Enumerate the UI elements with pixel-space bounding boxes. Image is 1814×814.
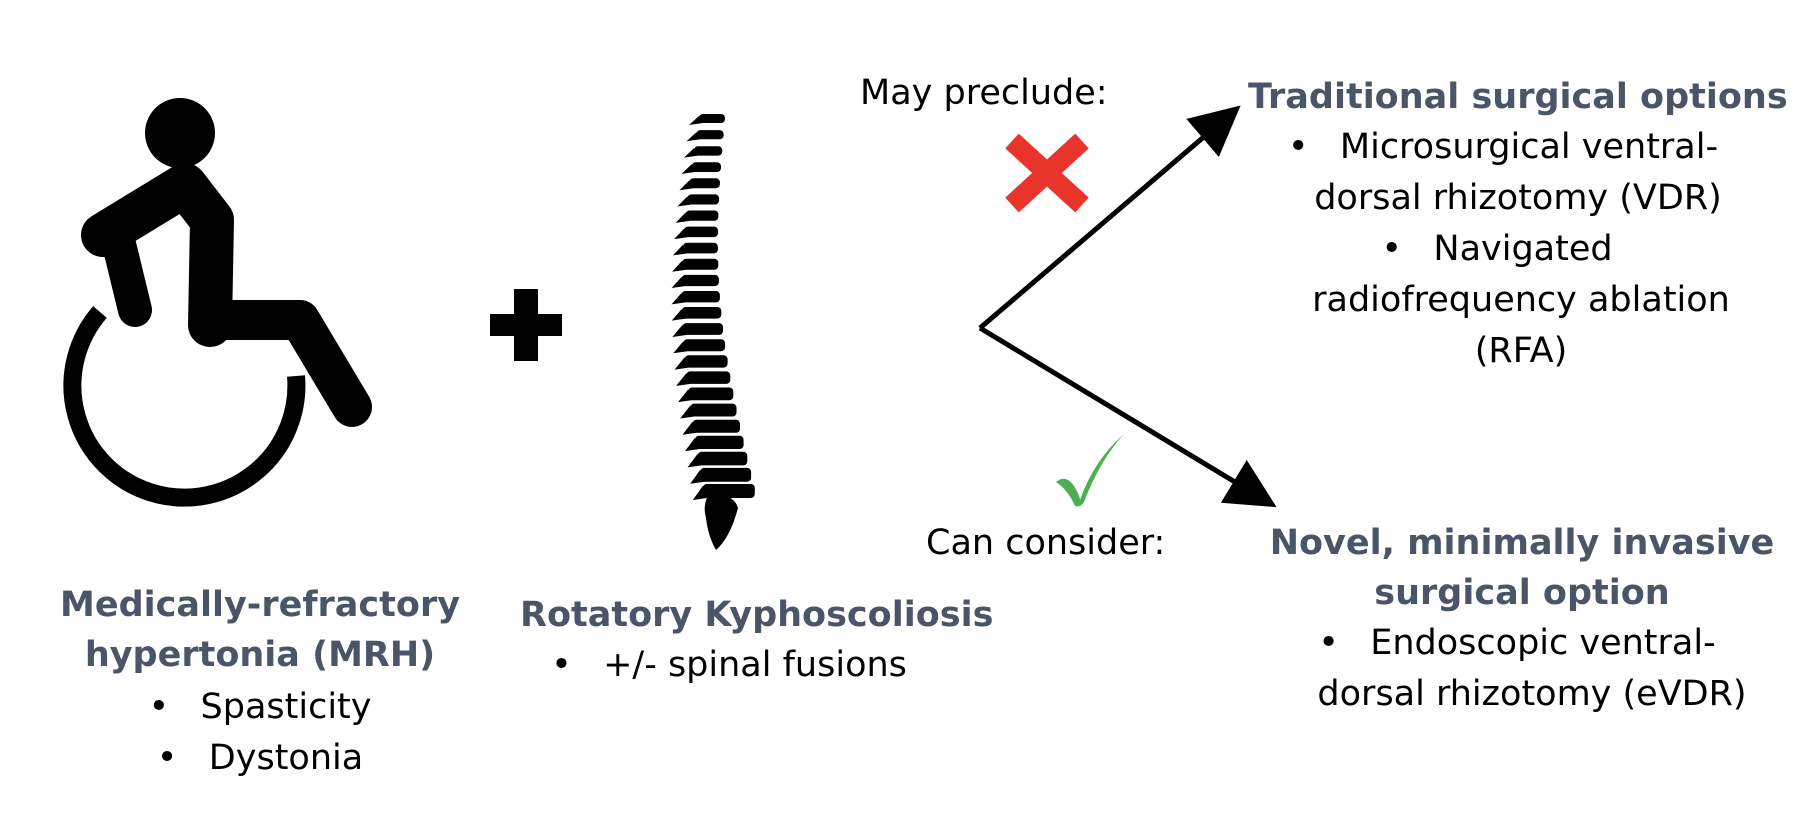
vertebra: [681, 274, 719, 287]
vertebra-process: [680, 405, 695, 419]
novel-option-heading-line1: Novel, minimally invasive: [1269, 523, 1775, 563]
mrh-block: Medically-refractory hypertonia (MRH) •S…: [60, 580, 460, 784]
vertebra-process: [676, 373, 691, 386]
mrh-title-line2: hypertonia (MRH): [84, 635, 436, 675]
vertebra: [694, 146, 723, 156]
vertebra: [689, 178, 720, 189]
vertebra: [686, 371, 731, 384]
vertebra-process: [686, 132, 701, 142]
vertebra-process: [672, 325, 687, 337]
vertebra: [691, 162, 721, 172]
kyphoscoliosis-block: Rotatory Kyphoscoliosis •+/- spinal fusi…: [520, 590, 994, 691]
vertebra: [696, 130, 724, 140]
vertebra-process: [677, 196, 692, 207]
vertebra-process: [673, 341, 688, 354]
vertebra: [692, 419, 740, 433]
vertebra-process: [678, 389, 693, 403]
vertebra-process: [674, 228, 689, 240]
vertebra-process: [671, 276, 686, 289]
x-mark-icon: [1005, 133, 1089, 213]
vertebra: [695, 435, 744, 449]
traditional-options-heading: Traditional surgical options: [1248, 77, 1788, 117]
vertebra: [688, 387, 734, 401]
vertebra: [681, 307, 722, 319]
vertebra-process: [675, 212, 690, 223]
vertebra: [684, 355, 728, 368]
rfa-bullet-line3: (RFA): [1474, 331, 1568, 371]
mrh-bullet-dystonia: •Dystonia: [156, 738, 364, 778]
vertebra-process: [672, 260, 687, 272]
vertebra-process: [692, 486, 707, 500]
plus-icon: [490, 289, 562, 361]
vertebra: [682, 242, 718, 254]
vertebra: [697, 451, 748, 466]
vertebra-process: [683, 148, 698, 158]
vertebra: [684, 226, 718, 238]
may-preclude-label: May preclude:: [860, 73, 1108, 113]
arrow-down: [978, 325, 1277, 508]
vertebra-process: [679, 180, 694, 191]
vertebra-process: [685, 437, 700, 452]
rfa-bullet-line2: radiofrequency ablation: [1312, 280, 1730, 320]
vertebra: [682, 323, 723, 335]
spine-icon: [671, 114, 755, 550]
vertebra-process: [689, 116, 703, 125]
vertebra-process: [690, 469, 705, 484]
mrh-title-line1: Medically-refractory: [60, 585, 461, 625]
vertebra: [687, 194, 720, 205]
evdr-bullet-line2: dorsal rhizotomy (eVDR): [1317, 674, 1747, 714]
kyphoscoliosis-bullet: •+/- spinal fusions: [551, 645, 907, 685]
can-consider-label: Can consider:: [926, 523, 1166, 563]
vertebra: [685, 210, 719, 221]
vertebra: [681, 291, 720, 303]
vertebra-process: [671, 292, 686, 305]
vertebra-process: [672, 244, 687, 256]
vertebra-process: [671, 309, 686, 321]
vertebra: [682, 258, 719, 270]
novel-option-heading-line2: surgical option: [1374, 573, 1670, 613]
vertebra: [690, 403, 737, 417]
vdr-bullet-line2: dorsal rhizotomy (VDR): [1314, 178, 1722, 218]
checkmark-icon: [1056, 434, 1124, 507]
sacrum: [704, 492, 738, 550]
kyphoscoliosis-title: Rotatory Kyphoscoliosis: [520, 595, 994, 635]
vertebra: [683, 339, 726, 352]
vertebra-process: [674, 357, 689, 370]
novel-option-block: Novel, minimally invasive surgical optio…: [1262, 518, 1782, 720]
mrh-bullet-spasticity: •Spasticity: [148, 687, 372, 727]
wheelchair-icon: [63, 98, 372, 507]
vertebra-process: [682, 421, 697, 435]
vdr-bullet-line1: •Microsurgical ventral-: [1287, 127, 1719, 167]
vertebra: [699, 114, 725, 123]
rfa-bullet-line1: •Navigated: [1381, 229, 1613, 269]
arrow-up: [978, 105, 1241, 330]
vertebra-process: [681, 164, 696, 174]
evdr-bullet-line1: •Endoscopic ventral-: [1318, 623, 1716, 663]
vertebra-process: [687, 453, 702, 468]
traditional-options-block: Traditional surgical options •Microsurgi…: [1248, 72, 1788, 377]
vertebra: [700, 467, 752, 482]
